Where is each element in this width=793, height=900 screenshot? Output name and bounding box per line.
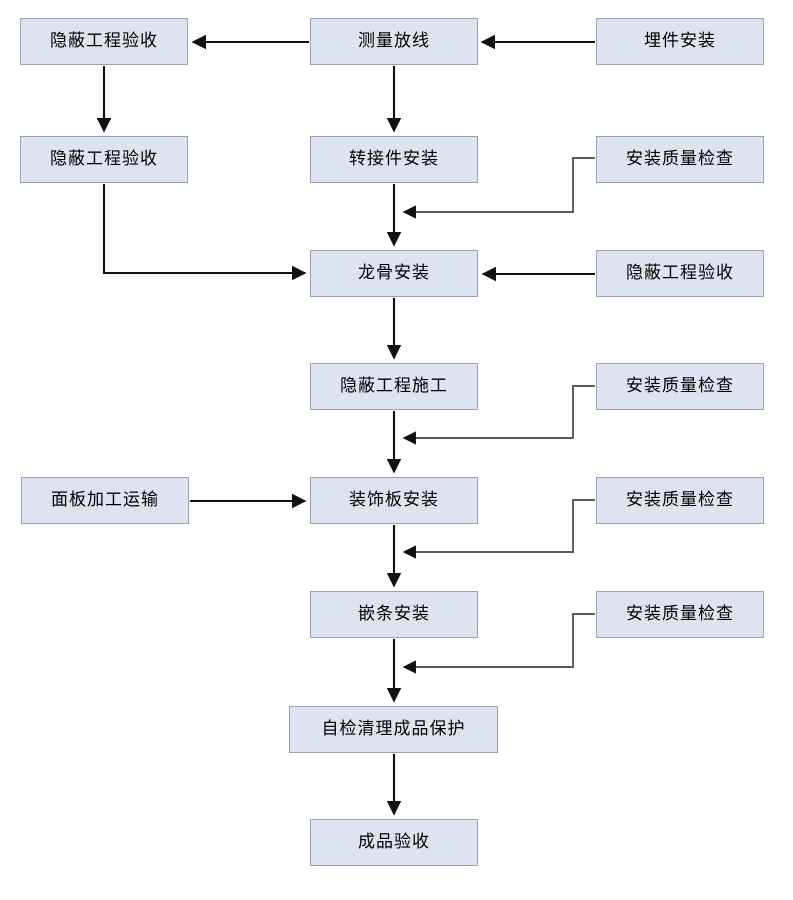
- node-anzhuang-zhiliang-jiancha-4[interactable]: 安装质量检查: [596, 591, 764, 638]
- node-yinbi-gongcheng-yanshou-1[interactable]: 隐蔽工程验收: [20, 18, 188, 65]
- node-label: 嵌条安装: [358, 604, 430, 624]
- edge-yinbi2-to-longgu: [102, 184, 307, 281]
- node-anzhuang-zhiliang-jiancha-3[interactable]: 安装质量检查: [596, 477, 764, 524]
- node-zijian-qingli-chengpin-baohu[interactable]: 自检清理成品保护: [289, 706, 498, 753]
- node-yinbi-gongcheng-shigong[interactable]: 隐蔽工程施工: [310, 363, 478, 410]
- node-mianban-jiagong-yunshu[interactable]: 面板加工运输: [21, 477, 189, 524]
- node-zhuangshiban-anzhuang[interactable]: 装饰板安装: [310, 477, 478, 524]
- node-qiantiao-anzhuang[interactable]: 嵌条安装: [310, 591, 478, 638]
- node-label: 面板加工运输: [51, 490, 159, 510]
- node-label: 隐蔽工程施工: [340, 376, 448, 396]
- node-longgu-anzhuang[interactable]: 龙骨安装: [310, 250, 478, 297]
- node-anzhuang-zhiliang-jiancha-1[interactable]: 安装质量检查: [596, 136, 764, 183]
- node-label: 安装质量检查: [626, 149, 734, 169]
- node-anzhuang-zhiliang-jiancha-2[interactable]: 安装质量检查: [596, 363, 764, 410]
- node-label: 安装质量检查: [626, 376, 734, 396]
- node-label: 安装质量检查: [626, 490, 734, 510]
- node-label: 隐蔽工程验收: [50, 31, 158, 51]
- node-celiang-fangxian[interactable]: 测量放线: [310, 18, 478, 65]
- node-label: 隐蔽工程验收: [50, 149, 158, 169]
- node-label: 安装质量检查: [626, 604, 734, 624]
- node-chengpin-yanshou[interactable]: 成品验收: [310, 819, 478, 866]
- node-label: 成品验收: [358, 832, 430, 852]
- node-label: 装饰板安装: [349, 490, 439, 510]
- node-label: 测量放线: [358, 31, 430, 51]
- node-yinbi-gongcheng-yanshou-3[interactable]: 隐蔽工程验收: [596, 250, 764, 297]
- node-label: 自检清理成品保护: [321, 719, 466, 739]
- node-yinbi-gongcheng-yanshou-2[interactable]: 隐蔽工程验收: [20, 136, 188, 183]
- node-zhuanjiejian-anzhuang[interactable]: 转接件安装: [310, 136, 478, 183]
- node-label: 埋件安装: [644, 31, 716, 51]
- node-label: 龙骨安装: [358, 263, 430, 283]
- node-maijian-anzhuang[interactable]: 埋件安装: [596, 18, 764, 65]
- node-label: 转接件安装: [349, 149, 439, 169]
- node-label: 隐蔽工程验收: [626, 263, 734, 283]
